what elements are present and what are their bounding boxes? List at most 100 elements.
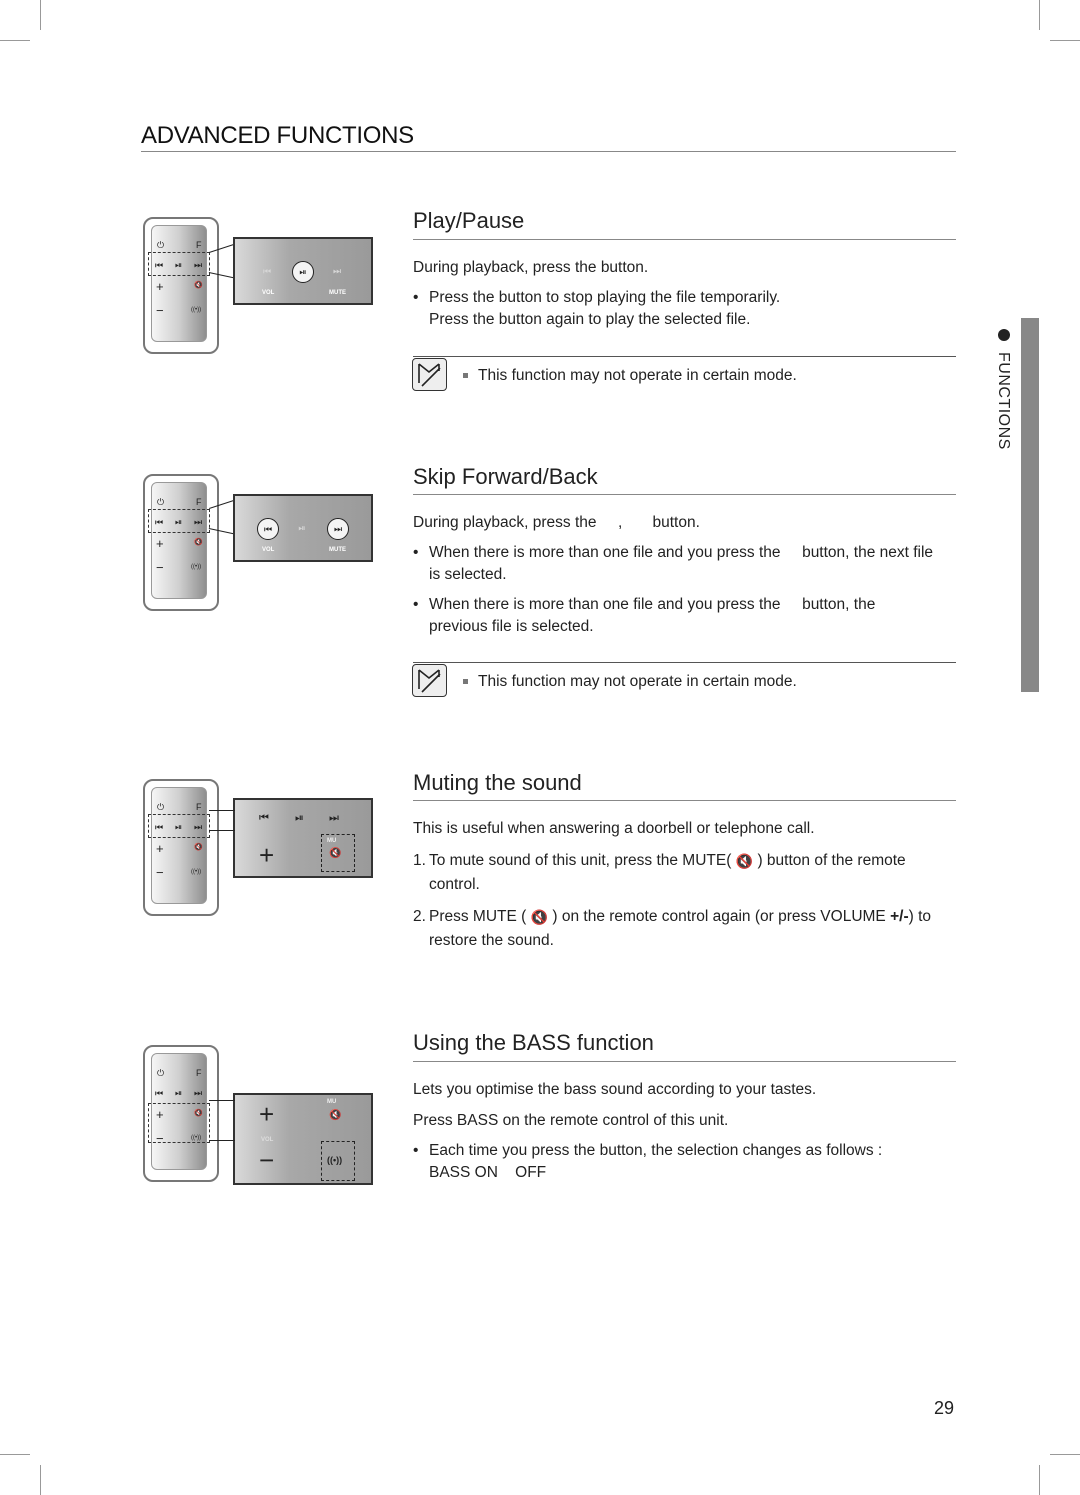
plus-icon: + — [259, 840, 275, 870]
plus-icon: + — [259, 1099, 275, 1129]
vol-label: VOL — [262, 290, 275, 296]
remote-body — [151, 1053, 207, 1170]
note-label: This function may not operate in certain… — [478, 367, 797, 384]
mute-icon: 🔇 — [735, 853, 754, 869]
note-text: This function may not operate in certain… — [463, 673, 797, 691]
play-pause-icon: ⏯ — [292, 261, 314, 283]
side-tab-bar — [1021, 318, 1039, 692]
section-divider — [413, 494, 956, 495]
note-text: This function may not operate in certain… — [463, 367, 797, 385]
next-icon: ⏭ — [327, 518, 349, 540]
bass-icon: ((•)) — [191, 1135, 202, 1141]
play-pause-icon: ⏯ — [175, 517, 183, 527]
input-icon: F — [196, 802, 202, 812]
minus-icon: − — [156, 865, 164, 880]
step-text-part: ) to — [908, 908, 932, 926]
note-label: This function may not operate in certain… — [478, 673, 797, 690]
remote-illustration: ⏻ F ⏮ ⏯ ⏭ + 🔇 − ((•)) — [143, 779, 219, 916]
prev-icon: ⏮ — [257, 518, 279, 540]
remote-illustration: ⏻ F ⏮ ⏯ ⏭ + 🔇 − ((•)) — [143, 217, 219, 354]
prev-icon: ⏮ — [155, 1088, 164, 1098]
power-icon: ⏻ — [157, 497, 165, 507]
next-icon: ⏭ — [194, 260, 203, 270]
zoom-panel: ⏮ ⏯ ⏭ VOL MUTE — [233, 494, 373, 562]
section-intro: This is useful when answering a doorbell… — [413, 820, 815, 837]
note-divider — [413, 356, 956, 357]
minus-icon: − — [156, 1131, 164, 1146]
mute-icon: 🔇 — [194, 539, 203, 546]
bullet-dot-icon — [998, 329, 1010, 341]
mute-label: MU — [327, 838, 337, 844]
note-square-icon — [463, 373, 468, 379]
highlight-box — [148, 1103, 210, 1143]
step-number: 2. — [413, 908, 426, 925]
vol-label: VOL — [261, 1137, 274, 1143]
mute-icon: 🔇 — [194, 1110, 203, 1117]
step-text: restore the sound. — [429, 932, 554, 949]
power-icon: ⏻ — [157, 1068, 165, 1078]
section-intro: During playback, press the button. — [413, 259, 649, 276]
play-pause-icon: ⏯ — [295, 812, 304, 824]
highlight-box — [148, 814, 210, 838]
section-text: Press BASS on the remote control of this… — [413, 1112, 729, 1129]
bass-icon: ((•)) — [191, 307, 202, 313]
mute-icon: 🔇 — [329, 848, 342, 859]
plus-icon: + — [156, 279, 164, 294]
callout-line — [209, 830, 235, 831]
mute-icon: 🔇 — [194, 282, 203, 289]
prev-icon: ⏮ — [262, 266, 272, 276]
prev-icon: ⏮ — [259, 812, 269, 824]
section-intro: Lets you optimise the bass sound accordi… — [413, 1081, 817, 1098]
step-text-part: ) button of the remote — [757, 852, 906, 870]
step-text-part: Press MUTE ( — [429, 908, 527, 926]
power-icon: ⏻ — [157, 240, 165, 250]
next-icon: ⏭ — [194, 822, 203, 832]
step-text: To mute sound of this unit, press the MU… — [429, 849, 958, 873]
crop-mark — [1050, 1454, 1080, 1455]
play-pause-icon: ⏯ — [175, 260, 183, 270]
bullet-text: previous file is selected. — [429, 618, 594, 635]
crop-mark — [1039, 0, 1040, 30]
step-text-part: ) on the remote control again (or press … — [552, 908, 886, 926]
bass-icon: ((•)) — [191, 564, 202, 570]
plus-icon: + — [156, 841, 164, 856]
bullet-text: Press the button again to play the selec… — [429, 311, 751, 328]
section-title: Play/Pause — [413, 208, 525, 233]
plus-icon: + — [156, 536, 164, 551]
remote-illustration: ⏻ F ⏮ ⏯ ⏭ + 🔇 − ((•)) — [143, 1045, 219, 1182]
section-divider — [413, 1061, 956, 1062]
zoom-panel: ⏮ ⏯ ⏭ VOL MUTE — [233, 237, 373, 305]
side-tab-label: FUNCTIONS — [995, 352, 1012, 450]
mute-icon: 🔇 — [329, 1110, 342, 1121]
crop-mark — [1050, 40, 1080, 41]
step-text-part: To mute sound of this unit, press the MU… — [429, 852, 732, 870]
section-title: Muting the sound — [413, 770, 582, 795]
next-icon: ⏭ — [332, 266, 342, 276]
section-title: Skip Forward/Back — [413, 464, 598, 489]
vol-label: VOL — [262, 547, 275, 553]
highlight-box — [148, 509, 210, 533]
bullet-text: When there is more than one file and you… — [429, 544, 934, 561]
next-icon: ⏭ — [194, 1088, 203, 1098]
callout-line — [209, 1100, 235, 1101]
section-divider — [413, 800, 956, 801]
minus-icon: − — [156, 303, 164, 318]
section-divider — [413, 239, 956, 240]
crop-mark — [0, 40, 30, 41]
mute-icon: 🔇 — [530, 909, 549, 925]
highlight-box — [148, 252, 210, 276]
bullet-dot-icon: • — [413, 596, 419, 613]
bullet-dot-icon: • — [413, 1142, 419, 1159]
note-icon — [412, 358, 447, 391]
note-divider — [413, 662, 956, 663]
minus-icon: − — [259, 1145, 275, 1175]
play-pause-icon: ⏯ — [175, 1088, 183, 1098]
step-number: 1. — [413, 852, 426, 869]
crop-mark — [40, 1465, 41, 1495]
next-icon: ⏭ — [194, 517, 203, 527]
title-divider — [141, 151, 956, 152]
play-pause-icon: ⏯ — [298, 523, 306, 533]
callout-line — [209, 1140, 235, 1141]
prev-icon: ⏮ — [155, 822, 164, 832]
page-number: 29 — [934, 1398, 955, 1418]
